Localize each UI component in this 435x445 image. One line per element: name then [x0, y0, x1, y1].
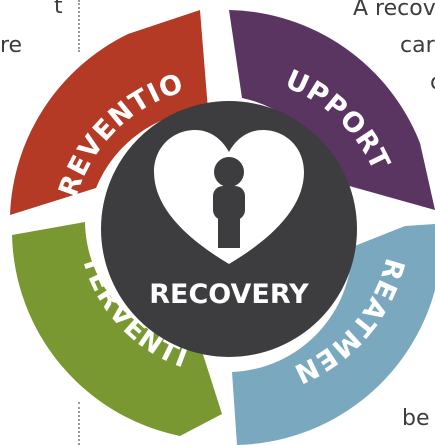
right-text-line-1: A recov	[353, 0, 435, 21]
segment-treatment-band	[232, 224, 435, 445]
right-text-line-3: c	[430, 72, 435, 94]
segment-supports-band	[229, 10, 435, 210]
dotted-divider-top	[78, 0, 80, 52]
segment-intervention-band	[12, 222, 222, 436]
dotted-divider-bottom	[78, 402, 80, 445]
left-text-line-2: re	[0, 33, 23, 58]
segment-prevention-band	[10, 10, 208, 215]
recovery-hub: RECOVERY	[101, 101, 357, 357]
recovery-label: RECOVERY	[149, 279, 309, 310]
left-text-line-1: t	[54, 0, 63, 19]
person-icon	[213, 157, 245, 248]
right-text-line-2: car	[400, 33, 435, 58]
right-text-bottom: be	[402, 406, 430, 431]
